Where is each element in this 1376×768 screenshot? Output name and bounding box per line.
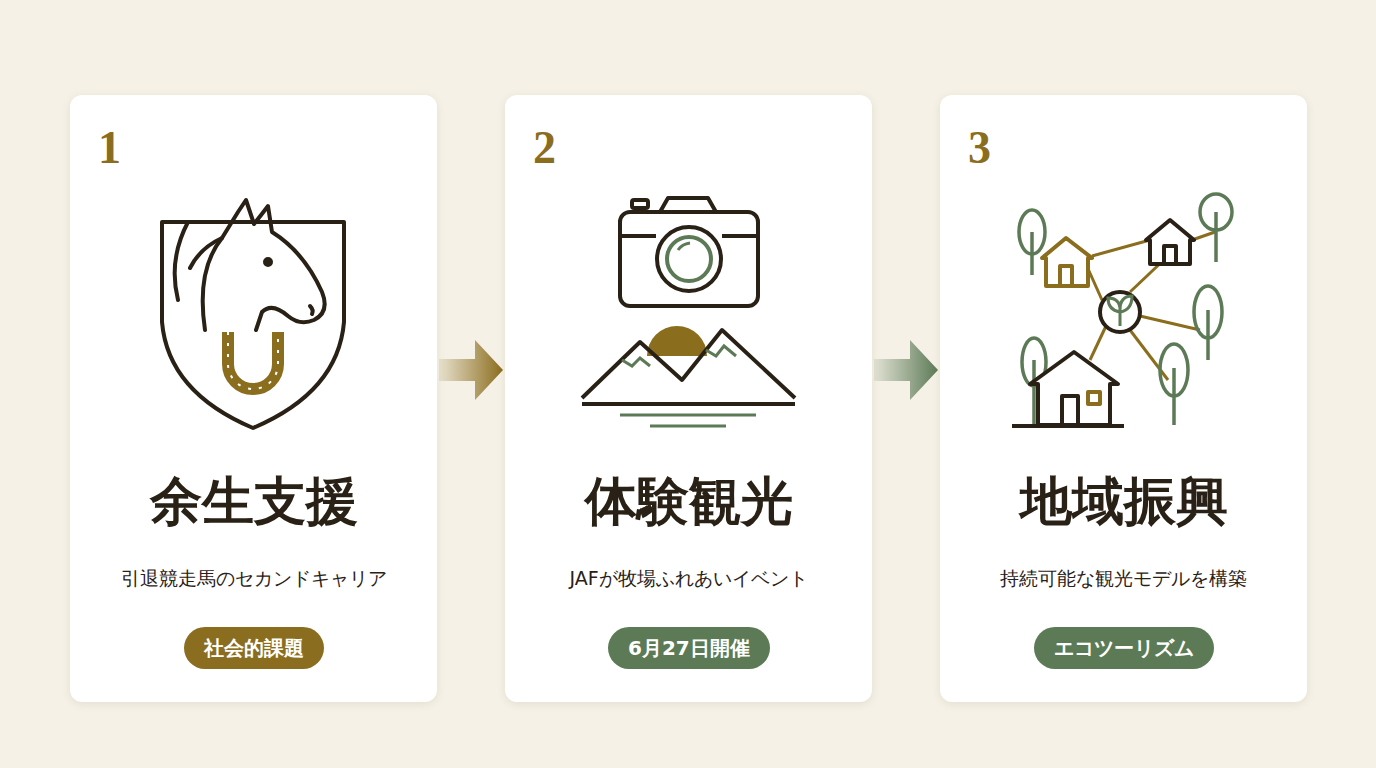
step-title: 地域振興 — [940, 472, 1307, 529]
step-number: 2 — [533, 125, 556, 171]
step-title: 余生支援 — [70, 472, 437, 529]
step-card: 2 体験観光 JAFが牧場ふれあいイベント 6月27日開催 — [505, 95, 872, 702]
tag-text: エコツーリズム — [1054, 638, 1194, 658]
step-description: 引退競走馬のセカンドキャリア — [70, 567, 437, 590]
step-description: JAFが牧場ふれあいイベント — [505, 567, 872, 590]
tag-text: 社会的課題 — [204, 638, 304, 658]
step-number: 3 — [968, 125, 991, 171]
step-number: 1 — [98, 125, 121, 171]
tag-pill: エコツーリズム — [1034, 627, 1214, 669]
step-description: 持続可能な観光モデルを構築 — [940, 567, 1307, 590]
step-card: 3 地域振興持続可能な観光モデルを構築エコツーリズム — [940, 95, 1307, 702]
flow-arrow — [439, 340, 503, 400]
step-title: 体験観光 — [505, 472, 872, 529]
tag-pill: 6月27日開催 — [608, 627, 770, 669]
flow-arrow — [874, 340, 938, 400]
step-card: 1 余生支援引退競走馬のセカンドキャリア社会的課題 — [70, 95, 437, 702]
tag-pill: 社会的課題 — [184, 627, 324, 669]
tag-text: 6月27日開催 — [628, 638, 750, 658]
